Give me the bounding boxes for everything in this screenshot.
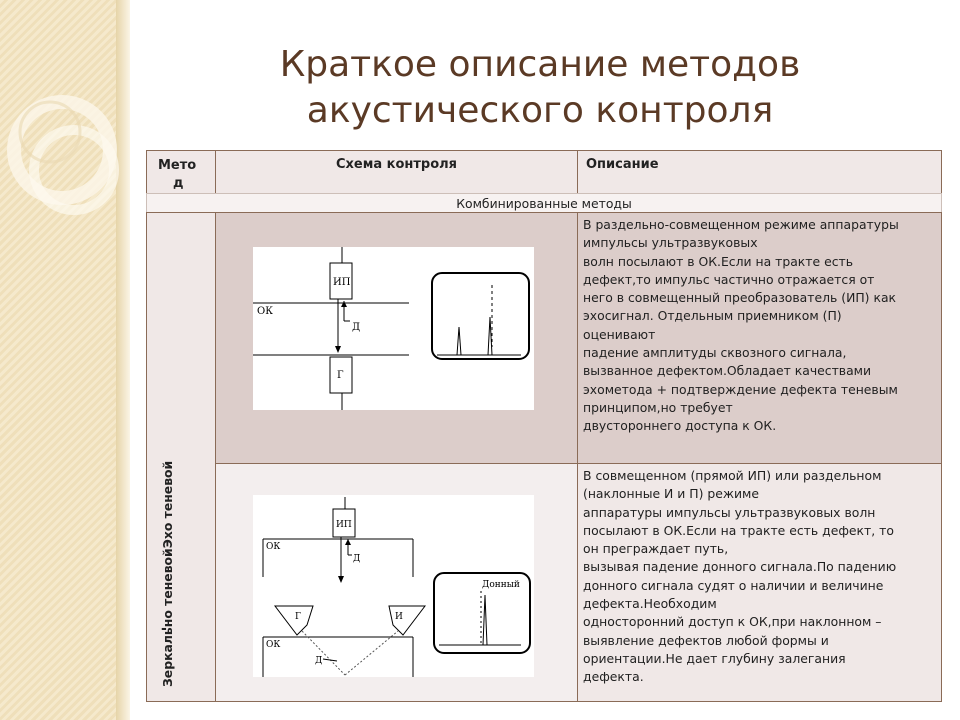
method-dash: - [161,621,167,637]
row1-description-cell: В раздельно-совмещенном режиме аппаратур… [577,212,942,464]
row2-line: В совмещенном (прямой ИП) или раздельном [583,468,882,483]
row1-line: него в совмещенный преобразователь (ИП) … [583,290,897,306]
scope-screen [431,272,530,360]
row2-line: вызывая падение донного сигнала.По паден… [583,559,897,575]
section-row: Комбинированные методы [146,193,942,213]
method-cell: Зеркально теневойЭхо теневой - [146,212,216,702]
row2-line: ориентации.Не дает глубину залегания [583,650,846,666]
header-description-cell: Описание [577,150,942,194]
probe-g-box [329,356,353,394]
header-method-part2: д [173,176,184,191]
decorative-rings [7,95,119,215]
title-line-2: акустического контроля [306,90,774,131]
section-title: Комбинированные методы [456,196,632,211]
row1-line: оценивают [583,326,656,342]
probe-g-wedge [273,605,314,636]
method-name-vertical: Зеркально теневойЭхо теневой [160,460,175,687]
row2-line: донного сигнала судят о наличии и величи… [583,577,884,593]
row2-description-text: В совмещенном (прямой ИП) или раздельном… [583,467,937,687]
probe-ip-label: ИП [333,277,351,288]
object-label: ОК [257,306,273,317]
row1-line: дефект,то импульс частично отражается от [583,271,875,287]
row1-line: падение амплитуды сквозного сигнала, [583,345,847,361]
probe-ip-label: ИП [336,520,352,530]
row2-line: посылают в ОК.Если на тракте есть дефект… [583,522,894,538]
row2-diagram-svg: ОК ИП Д ОК Г И [262,497,531,677]
row1-line: принципом,но требует [583,399,733,415]
object-top-label: ОК [266,542,280,552]
row1-line: волн посылают в ОК.Если на тракте есть [583,253,854,269]
row2-description-cell: В совмещенном (прямой ИП) или раздельном… [577,463,942,702]
row2-line: дефекта. [583,669,644,685]
probe-ip-box [332,508,356,538]
probe-i-label: И [395,612,403,622]
object-bottom-label: ОК [266,640,280,650]
header-method-cell: Мето д [146,150,216,194]
row2-line: аппаратуры импульсы ультразвуковых волн [583,504,876,520]
row2-line: выявление дефектов любой формы и [583,632,829,648]
row2-line: он преграждает путь, [583,541,729,557]
slide-title: Краткое описание методов акустического к… [180,42,900,134]
probe-g-label: Г [295,612,301,622]
defect-bottom-label: Д [315,656,322,666]
header-method-part1: Мето [158,158,197,173]
probe-g-label: Г [337,370,344,381]
row1-schema-cell: ИП Д ОК Г [215,212,578,464]
probe-i-wedge [388,605,427,636]
header-schema-cell: Схема контроля [215,150,578,194]
methods-table: Мето д Схема контроля Описание Комбиниро… [146,150,942,702]
scope-screen [433,572,531,654]
decorative-side-panel [0,0,130,720]
defect-top-label: Д [353,554,360,564]
row1-line: В раздельно-совмещенном режиме аппаратур… [583,217,899,232]
row2-line: односторонний доступ к ОК,при наклонном … [583,614,882,630]
defect-label: Д [352,322,360,333]
panel-edge-gradient [116,0,130,720]
row1-diagram-svg: ИП Д ОК Г [253,247,530,410]
probe-ip-box [329,262,353,300]
row1-description-text: В раздельно-совмещенном режиме аппаратур… [583,216,937,436]
title-line-1: Краткое описание методов [279,44,801,85]
row1-line: двустороннего доступа к ОК. [583,418,777,434]
row2-diagram: ОК ИП Д ОК Г И [253,495,534,677]
row1-line: эхосигнал. Отдельным приемником (П) [583,308,842,324]
row1-line: вызванное дефектом.Обладает качествами [583,363,872,379]
row2-line: (наклонные И и П) режиме [583,486,760,502]
row1-line: эхометода + подтверждение дефекта теневы… [583,381,898,397]
scope-label: Донный [482,580,520,590]
row1-line: импульсы ультразвуковых [583,235,758,251]
header-schema-label: Схема контроля [335,157,458,172]
header-description-label: Описание [586,157,659,172]
row1-diagram: ИП Д ОК Г [253,247,534,410]
row2-line: дефекта.Необходим [583,596,717,612]
row2-schema-cell: ОК ИП Д ОК Г И [215,463,578,702]
